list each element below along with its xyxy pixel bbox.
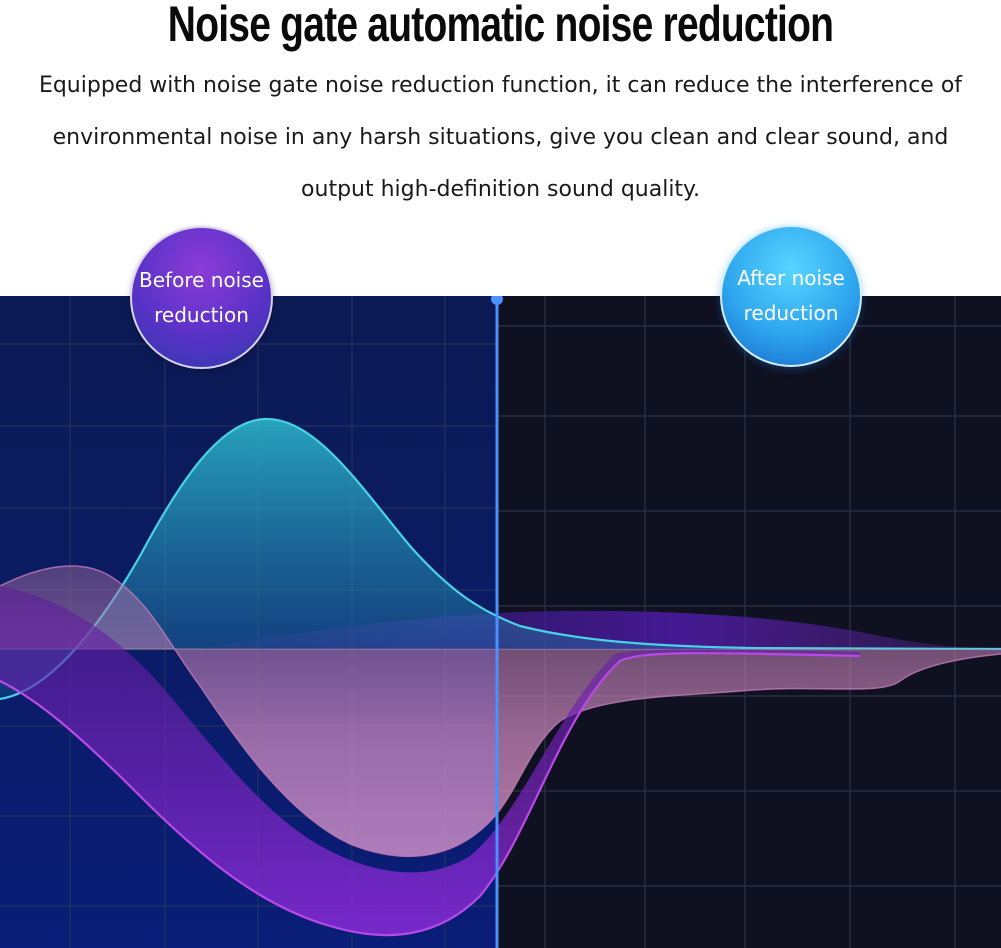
waveform-graphic [0, 296, 1001, 948]
purple-wave-line [0, 652, 861, 937]
description-line-2: environmental noise in any harsh situati… [52, 125, 949, 150]
after-noise-reduction-badge: After noise reduction [720, 225, 862, 367]
divider-handle [491, 296, 503, 305]
cyan-wave-line [0, 417, 1001, 701]
after-label-line-2: reduction [743, 301, 839, 325]
waveform-visualization [0, 296, 1001, 948]
purple-wave-band [0, 586, 860, 936]
description-line-3: output high-definition sound quality. [301, 177, 700, 202]
before-label-line-2: reduction [154, 302, 249, 327]
before-noise-reduction-badge: Before noise reduction [130, 226, 273, 369]
before-label-line-1: Before noise [139, 267, 264, 292]
pink-wave-fill [0, 565, 1001, 857]
description-line-1: Equipped with noise gate noise reduction… [38, 73, 963, 98]
page-title: Noise gate automatic noise reduction [167, 0, 834, 52]
after-label-line-1: After noise [737, 266, 845, 290]
cyan-wave-fill [0, 418, 1001, 699]
pink-wave-line [0, 565, 1001, 858]
